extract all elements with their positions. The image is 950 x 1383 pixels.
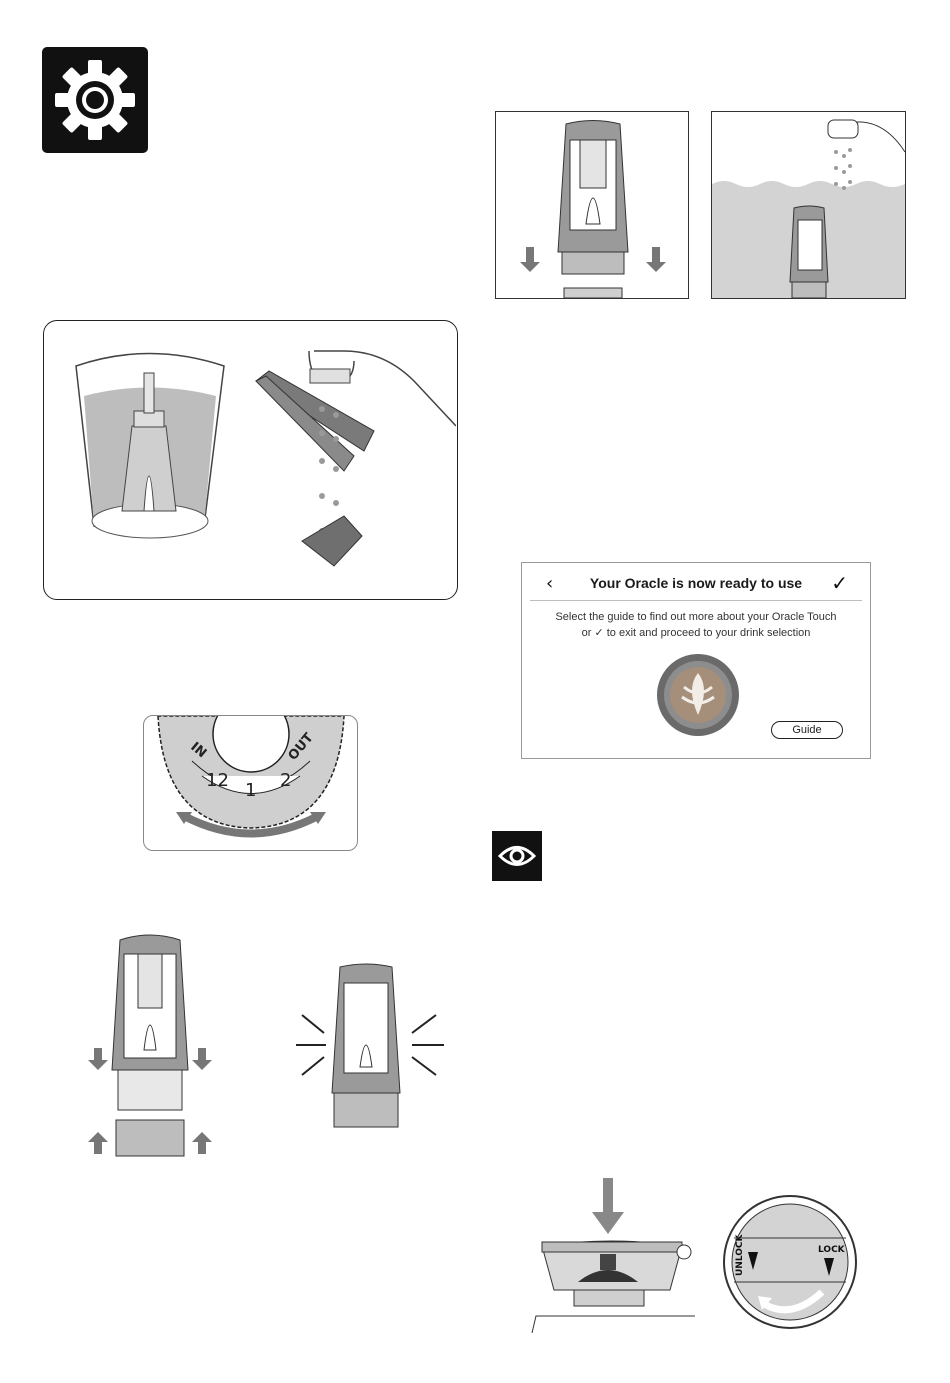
- filter-insert-illustration: [495, 111, 689, 299]
- dial-month-2: 2: [280, 770, 291, 791]
- unlock-label: UNLOCK: [735, 1233, 745, 1276]
- dial-month-12: 12: [206, 770, 229, 791]
- touch-screen-panel: ‹ Your Oracle is now ready to use ✓ Sele…: [521, 562, 871, 759]
- guide-button[interactable]: Guide: [771, 721, 843, 739]
- push-filter-illustration: [530, 1178, 695, 1333]
- filter-clicked-illustration: [284, 963, 454, 1133]
- screen-message-line1: Select the guide to find out more about …: [522, 609, 870, 625]
- message-suffix: to exit and proceed to your drink select…: [607, 627, 811, 639]
- screen-title: Your Oracle is now ready to use: [522, 575, 870, 591]
- screen-divider: [530, 600, 862, 601]
- screen-message: Select the guide to find out more about …: [522, 609, 870, 641]
- lock-dial-illustration: UNLOCK LOCK: [722, 1194, 858, 1330]
- confirm-check-icon[interactable]: ✓: [831, 571, 848, 595]
- lock-label: LOCK: [818, 1245, 846, 1255]
- filter-assembly-illustration: [80, 930, 220, 1160]
- latte-art-icon[interactable]: [656, 653, 740, 737]
- soak-filter-illustration: [43, 320, 458, 600]
- dial-month-1: 1: [245, 780, 256, 801]
- filter-water-illustration: [711, 111, 906, 299]
- screen-message-line2: or ✓ to exit and proceed to your drink s…: [522, 625, 870, 641]
- tip-eye-icon: [492, 831, 542, 881]
- settings-gear-icon: [42, 47, 148, 153]
- date-dial-illustration: IN OUT 12 1 2: [143, 715, 358, 851]
- message-prefix: or: [582, 627, 592, 639]
- inline-check-icon: ✓: [594, 627, 603, 639]
